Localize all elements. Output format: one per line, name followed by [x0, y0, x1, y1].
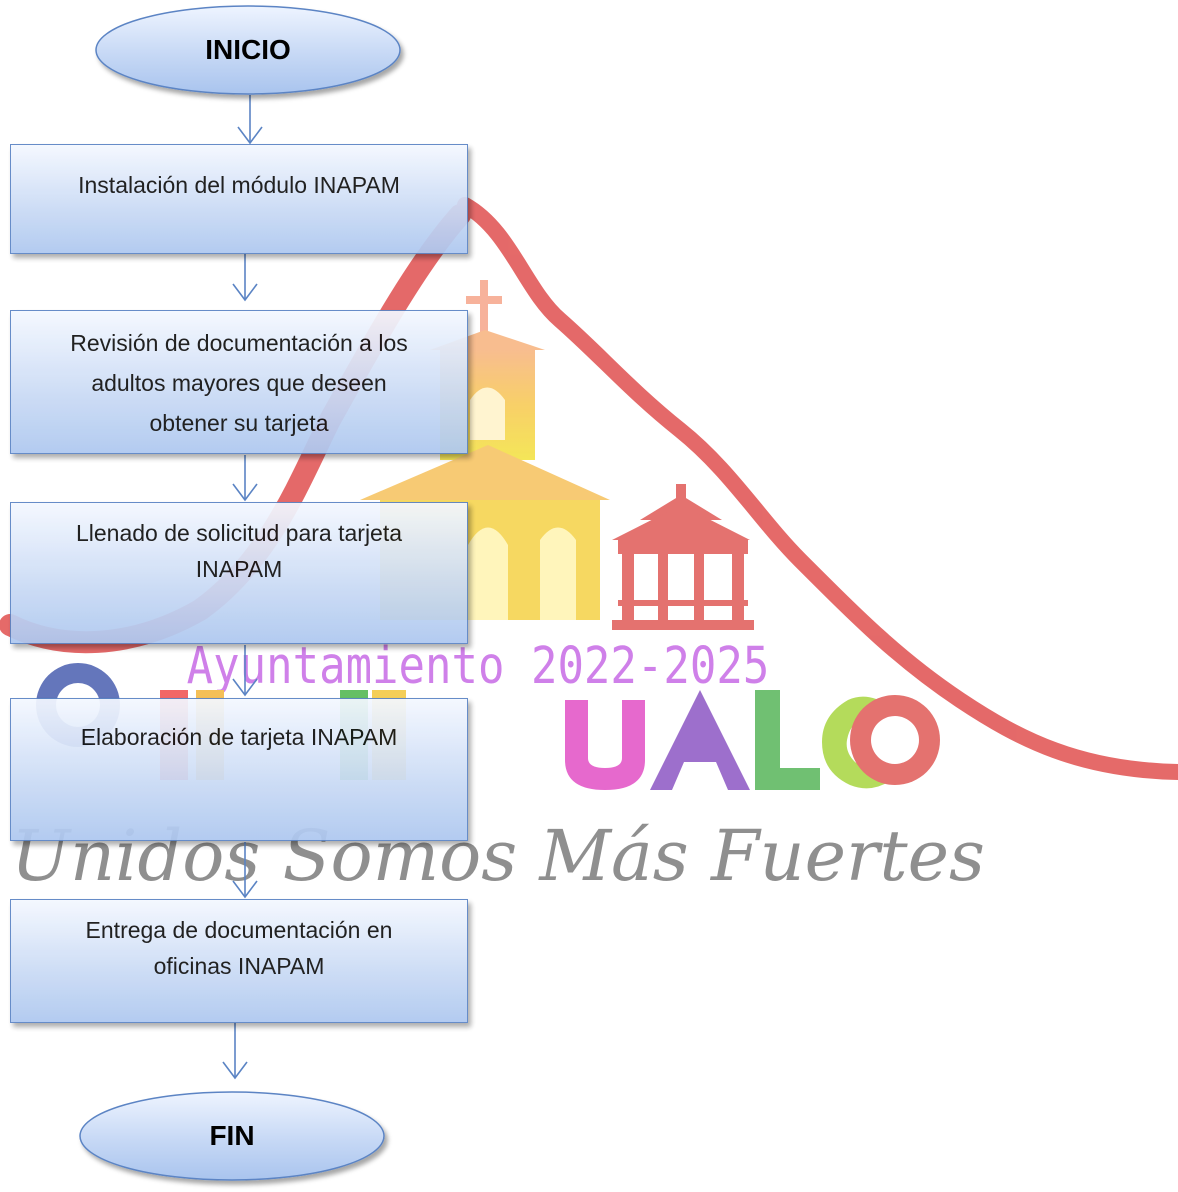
end-label: FIN	[209, 1120, 255, 1151]
watermark-tagline: Ayuntamiento 2022-2025	[187, 637, 770, 696]
kiosk-icon	[612, 484, 754, 630]
connector-arrow	[222, 1023, 248, 1080]
mountain-outline	[457, 197, 1178, 780]
process-step-label: Elaboración de tarjeta INAPAM	[80, 724, 398, 750]
process-step-installation: Instalación del módulo INAPAM	[10, 144, 468, 254]
connector-arrow	[237, 95, 263, 145]
connector-arrow	[232, 455, 258, 502]
process-step-label: Entrega de documentación en oficinas INA…	[85, 917, 393, 979]
connector-arrow	[232, 254, 258, 302]
process-step-label: Llenado de solicitud para tarjeta INAPAM	[75, 520, 403, 582]
end-terminal	[79, 1091, 385, 1181]
connector-arrow	[232, 842, 258, 899]
start-terminal	[95, 5, 401, 95]
connector-arrow	[232, 645, 258, 697]
process-step-label: Revisión de documentación a los adultos …	[70, 330, 408, 436]
process-step-card-creation: Elaboración de tarjeta INAPAM	[10, 698, 468, 841]
process-step-document-review: Revisión de documentación a los adultos …	[10, 310, 468, 454]
process-step-label: Instalación del módulo INAPAM	[78, 172, 400, 198]
process-step-document-delivery: Entrega de documentación en oficinas INA…	[10, 899, 468, 1023]
process-step-application-form: Llenado de solicitud para tarjeta INAPAM	[10, 502, 468, 644]
connectors	[222, 95, 263, 1080]
start-label: INICIO	[205, 34, 291, 65]
